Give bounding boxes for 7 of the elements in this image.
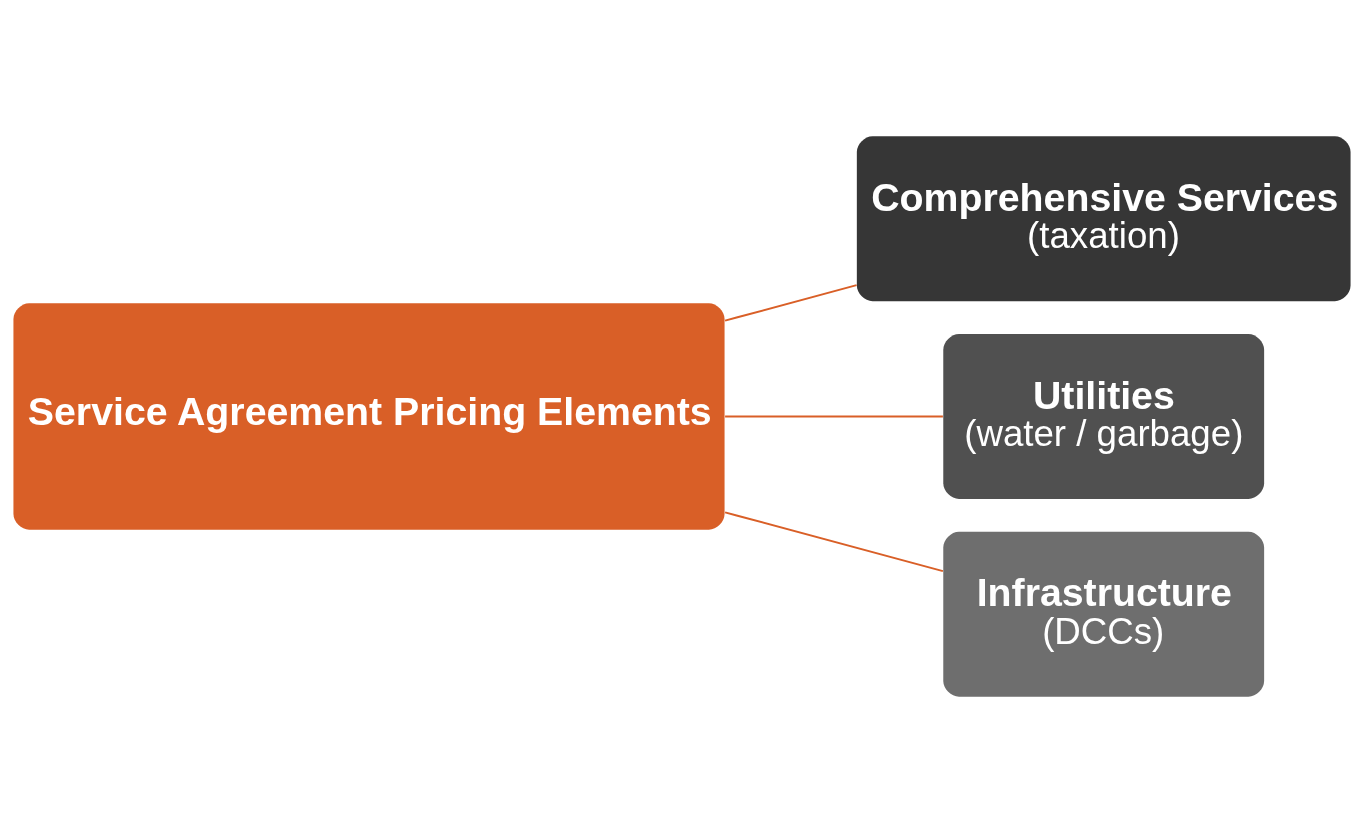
connector: [724, 510, 944, 572]
node-box: Utilities (water / garbage): [943, 333, 1265, 499]
node-box: Infrastructure (DCCs): [943, 531, 1265, 697]
connector: [724, 283, 858, 322]
node-box: Service Agreement Pricing Elements: [13, 302, 725, 530]
connector: [724, 415, 944, 417]
node-box: Comprehensive Services (taxation): [856, 135, 1351, 301]
